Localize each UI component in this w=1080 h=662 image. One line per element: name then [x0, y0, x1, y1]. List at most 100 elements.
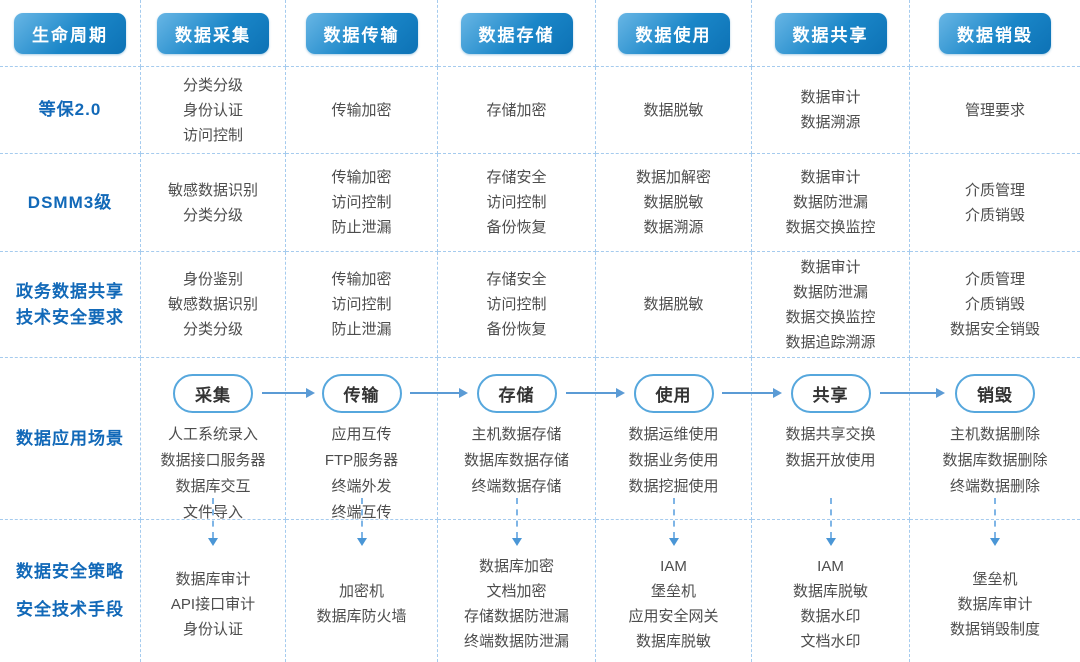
cell-dengbao-col5-line: 管理要求 — [964, 101, 1025, 119]
cell-dsmm3-col1-line: 传输加密 — [331, 169, 392, 186]
security-cell-3-line: 数据库脱敏 — [635, 633, 711, 650]
security-cell-1: 加密机数据库防火墙 — [286, 520, 438, 662]
cell-dsmm3-col5-line: 介质管理 — [964, 181, 1025, 199]
cell-dsmm3-col2: 存储安全访问控制备份恢复 — [438, 154, 596, 252]
scenario-cell-0: 采集人工系统录入数据接口服务器数据库交互文件导入 — [141, 358, 286, 521]
scenario-list-5-line: 主机数据删除 — [949, 426, 1040, 443]
cell-dsmm3-col3-line: 数据加解密 — [635, 169, 711, 186]
cell-dengbao-col0-line: 分类分级 — [182, 76, 243, 94]
row-label-security: 数据安全策略安全技术手段 — [16, 553, 124, 629]
security-cell-0-line: 身份认证 — [182, 620, 243, 638]
scenario-oval-4: 共享 — [790, 374, 871, 413]
row-label-cell-security: 数据安全策略安全技术手段 — [0, 520, 141, 662]
cell-gov-share-col5: 介质管理介质销毁数据安全销毁 — [910, 252, 1080, 358]
cell-gov-share-col3-line: 数据脱敏 — [643, 296, 704, 313]
security-cell-5-line: 数据库审计 — [957, 595, 1033, 613]
security-cell-2-line: 数据库加密 — [478, 558, 554, 575]
down-dashed-arrow-icon-4 — [826, 498, 836, 546]
security-cell-2: 数据库加密文档加密存储数据防泄漏终端数据防泄漏 — [438, 520, 596, 662]
header-cell-lifecycle: 生命周期 — [0, 0, 141, 67]
scenario-list-0-line: 数据接口服务器 — [160, 452, 266, 469]
scenario-list-5-line: 数据库数据删除 — [942, 452, 1048, 469]
scenario-cell-3: 使用数据运维使用数据业务使用数据挖掘使用 — [596, 358, 752, 520]
row-label-cell-scenario: 数据应用场景 — [0, 358, 141, 520]
stage-pill-1: 数据传输 — [305, 12, 418, 54]
cell-gov-share-col0-line: 身份鉴别 — [182, 271, 243, 288]
row-label-dengbao-line: 等保2.0 — [38, 100, 102, 119]
security-cell-5: 堡垒机数据库审计数据销毁制度 — [910, 520, 1080, 662]
security-cell-0-line: API接口审计 — [170, 595, 256, 613]
cell-dengbao-col0-line: 身份认证 — [182, 101, 243, 119]
cell-dsmm3-col1-line: 防止泄漏 — [331, 219, 392, 236]
scenario-oval-2: 存储 — [476, 374, 557, 413]
down-dashed-arrow-icon-1 — [357, 498, 367, 546]
cell-dsmm3-col1-line: 访问控制 — [331, 194, 392, 211]
header-cell-stage-0: 数据采集 — [141, 0, 286, 67]
cell-dengbao-col2: 存储加密 — [438, 67, 596, 154]
cell-dsmm3-col5: 介质管理介质销毁 — [910, 154, 1080, 252]
security-cell-2-line: 文档加密 — [486, 583, 547, 600]
scenario-oval-1: 传输 — [321, 374, 402, 413]
security-cell-1-line: 数据库防火墙 — [316, 608, 407, 625]
security-cell-4-line: 数据库脱敏 — [792, 583, 868, 600]
cell-dsmm3-col3-line: 数据溯源 — [643, 219, 704, 236]
header-cell-stage-4: 数据共享 — [752, 0, 910, 67]
stage-pill-4: 数据共享 — [774, 12, 887, 54]
flow-arrow-icon-2 — [566, 388, 625, 398]
scenario-list-2-line: 主机数据存储 — [471, 426, 562, 443]
cell-gov-share-col0-line: 敏感数据识别 — [167, 296, 258, 313]
header-cell-stage-1: 数据传输 — [286, 0, 438, 67]
down-dashed-arrow-icon-5 — [990, 498, 1000, 546]
cell-dengbao-col4: 数据审计数据溯源 — [752, 67, 910, 154]
row-label-gov-share-line: 政务数据共享 — [16, 281, 124, 301]
security-cell-4-line: 文档水印 — [800, 633, 861, 650]
stage-pill-0: 数据采集 — [157, 12, 269, 54]
security-cell-2-line: 存储数据防泄漏 — [463, 608, 569, 625]
cell-gov-share-col4-line: 数据追踪溯源 — [785, 333, 876, 351]
cell-gov-share-col1-line: 传输加密 — [331, 271, 392, 288]
cell-dsmm3-col5-line: 介质销毁 — [964, 206, 1025, 224]
cell-gov-share-col0-line: 分类分级 — [182, 321, 243, 338]
cell-dengbao-col2-line: 存储加密 — [486, 101, 547, 119]
security-cell-2-line: 终端数据防泄漏 — [463, 633, 569, 650]
row-label-cell-gov-share: 政务数据共享技术安全要求 — [0, 252, 141, 358]
scenario-list-0-line: 数据库交互 — [175, 478, 251, 495]
cell-dsmm3-col4-line: 数据交换监控 — [785, 219, 876, 236]
cell-dsmm3-col1: 传输加密访问控制防止泄漏 — [286, 154, 438, 252]
header-cell-stage-2: 数据存储 — [438, 0, 596, 67]
cell-gov-share-col5-line: 介质销毁 — [964, 296, 1025, 313]
flow-arrow-icon-4 — [880, 388, 945, 398]
security-cell-3-line: 应用安全网关 — [628, 608, 719, 625]
scenario-list-5-line: 终端数据删除 — [949, 478, 1040, 495]
cell-dengbao-col5: 管理要求 — [910, 67, 1080, 154]
cell-gov-share-col4-line: 数据交换监控 — [785, 308, 876, 326]
security-cell-3-line: IAM — [660, 558, 687, 575]
stage-pill-3: 数据使用 — [617, 12, 730, 54]
scenario-list-2: 主机数据存储数据库数据存储终端数据存储 — [464, 422, 569, 500]
scenario-list-1-line: 应用互传 — [331, 426, 392, 443]
scenario-list-0-line: 人工系统录入 — [167, 426, 258, 443]
stage-pill-5: 数据销毁 — [939, 12, 1051, 54]
cell-dengbao-col3-line: 数据脱敏 — [643, 101, 704, 119]
cell-gov-share-col1-line: 访问控制 — [331, 296, 392, 313]
row-label-scenario-line: 数据应用场景 — [16, 428, 124, 448]
cell-gov-share-col5-line: 介质管理 — [964, 271, 1025, 288]
flow-arrow-icon-1 — [410, 388, 468, 398]
cell-dsmm3-col2-line: 存储安全 — [486, 169, 547, 186]
flow-arrow-icon-0 — [262, 388, 315, 398]
row-label-gov-share-line: 技术安全要求 — [16, 307, 124, 327]
scenario-list-4: 数据共享交换数据开放使用 — [785, 422, 875, 474]
row-label-dsmm3: DSMM3级 — [28, 190, 112, 216]
scenario-list-2-line: 数据库数据存储 — [463, 452, 569, 469]
cell-dsmm3-col3: 数据加解密数据脱敏数据溯源 — [596, 154, 752, 252]
cell-dsmm3-col4: 数据审计数据防泄漏数据交换监控 — [752, 154, 910, 252]
scenario-list-1-line: 终端外发 — [331, 478, 392, 495]
cell-gov-share-col2: 存储安全访问控制备份恢复 — [438, 252, 596, 358]
scenario-list-3: 数据运维使用数据业务使用数据挖掘使用 — [628, 422, 718, 500]
stage-pill-2: 数据存储 — [460, 12, 573, 54]
scenario-list-3-line: 数据运维使用 — [628, 426, 719, 443]
cell-dsmm3-col0-line: 分类分级 — [182, 206, 243, 224]
